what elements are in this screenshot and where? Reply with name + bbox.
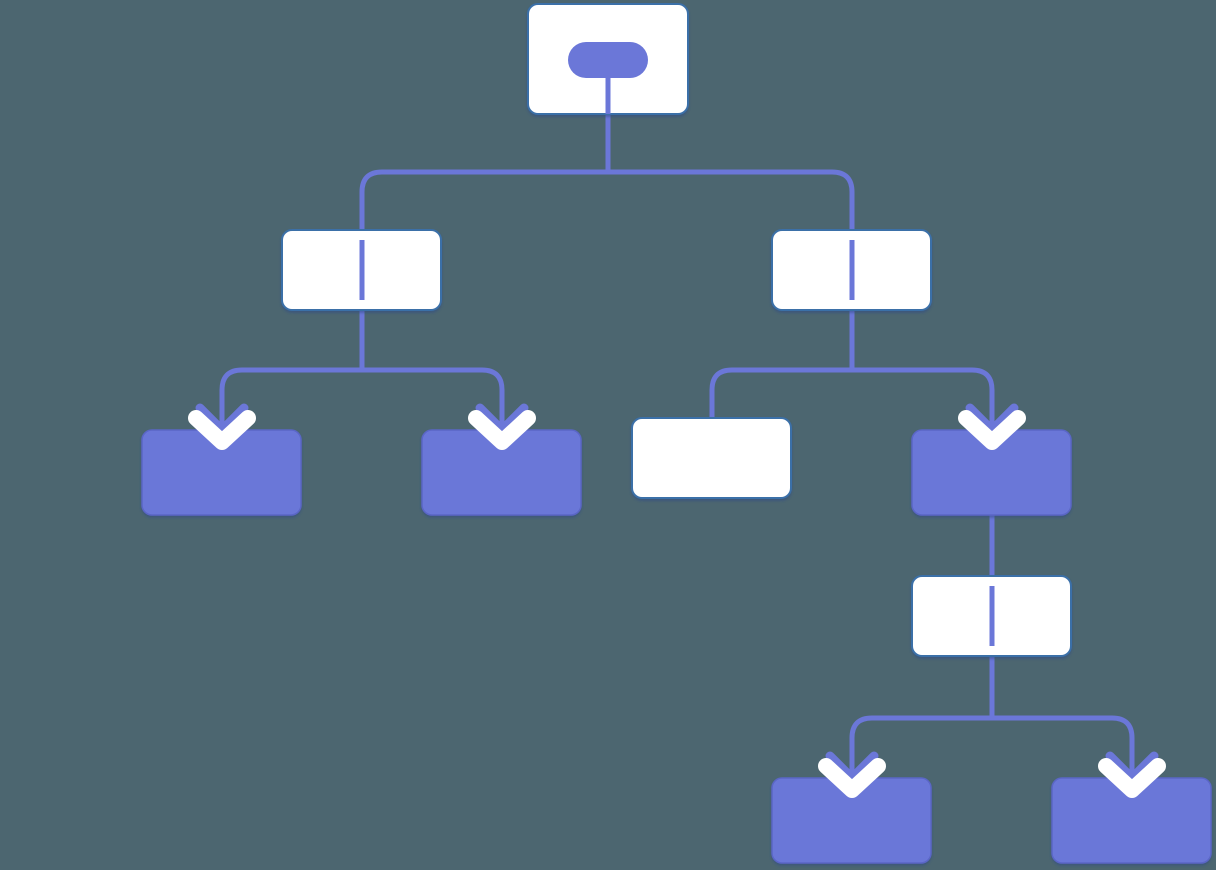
connector-level3-to-level4-right <box>992 715 1135 784</box>
connector-level1-right-to-node-d-arrowhead-purple <box>965 403 1019 435</box>
connector-level3-to-level4-left-arrowhead-white <box>818 758 886 798</box>
connector-level3-to-level4-right-arrowhead-white <box>1098 758 1166 798</box>
connector-layer <box>219 78 1135 784</box>
connector-level3-to-level4-right-arrowhead-purple <box>1105 751 1159 783</box>
connector-level1-left-to-node-a-arrowhead-purple <box>195 403 249 435</box>
connector-root-to-level1-right <box>608 169 855 310</box>
level2-node-c[interactable] <box>631 417 792 499</box>
connector-level1-left-to-node-b-arrowhead-white <box>468 410 536 450</box>
root-node[interactable] <box>527 3 689 115</box>
connector-level1-right-to-node-c <box>709 310 855 418</box>
connector-level1-left-to-node-b <box>362 367 505 436</box>
arrow-marker-layer <box>188 403 1166 798</box>
node-through-line-layer <box>359 78 995 646</box>
connector-level3-to-level4-left <box>849 656 995 784</box>
connector-level1-right-to-node-d <box>852 367 995 436</box>
connector-level3-to-level4-left-arrowhead-purple <box>825 751 879 783</box>
root-node-pill[interactable] <box>568 42 648 78</box>
connector-level1-left-to-node-a-arrowhead-white <box>188 410 256 450</box>
connector-root-to-level1-left <box>359 169 608 310</box>
level2-node-c-shape[interactable] <box>631 417 792 499</box>
connector-level1-left-to-node-b-arrowhead-purple <box>475 403 529 435</box>
node-layer <box>141 3 1212 864</box>
connector-level1-right-to-node-d-arrowhead-white <box>958 410 1026 450</box>
connector-level1-left-to-node-a <box>219 310 365 436</box>
